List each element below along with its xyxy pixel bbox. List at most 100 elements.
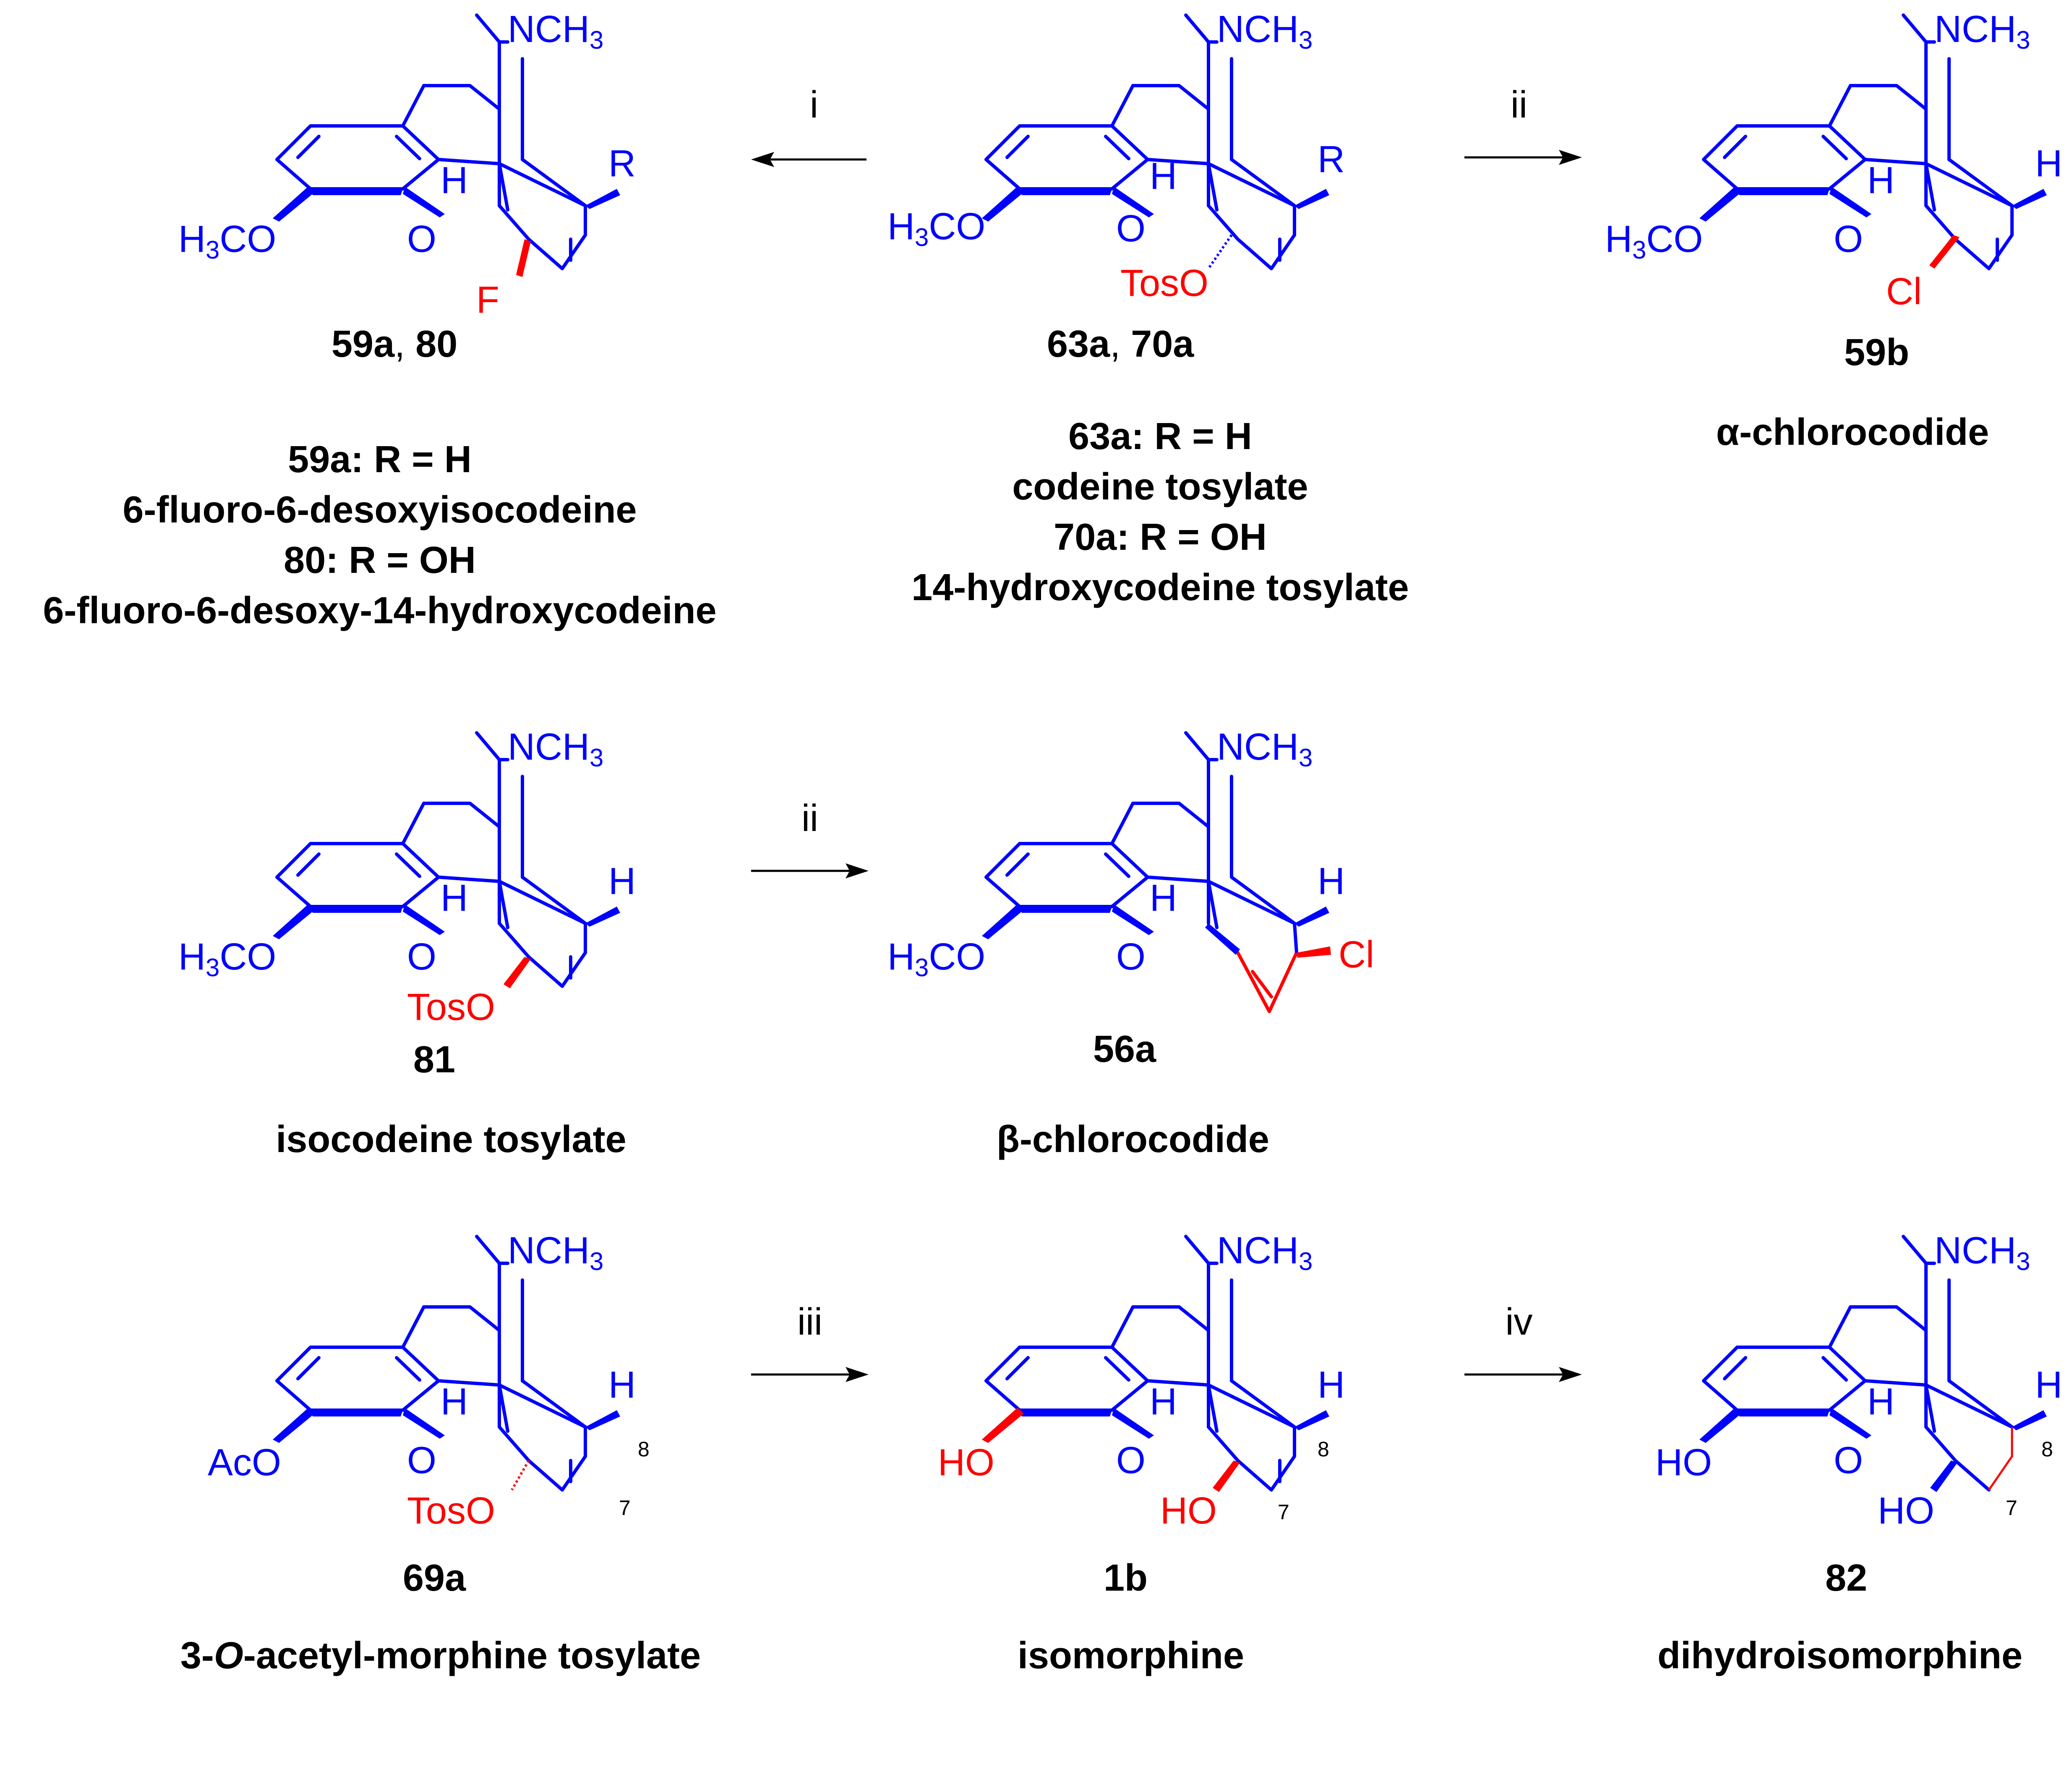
atom-o: O bbox=[407, 218, 436, 260]
compound-id-81: 81 bbox=[413, 1039, 455, 1081]
atom-h: H bbox=[441, 1381, 468, 1423]
atom-nch3: NCH bbox=[508, 8, 590, 50]
svg-text:H3CO: H3CO bbox=[887, 206, 985, 251]
reagent-label-i: i bbox=[810, 84, 818, 126]
molecule-63a-70a bbox=[982, 15, 1329, 270]
atom-ho: HO bbox=[1878, 1490, 1934, 1532]
svg-text:NCH3: NCH3 bbox=[1934, 1230, 2030, 1275]
atom-h3co-h: H bbox=[1605, 218, 1632, 260]
compound-c2-line-4: 14-hydroxycodeine tosylate bbox=[911, 567, 1409, 609]
atom-ho: HO bbox=[938, 1442, 994, 1484]
compound-id-63a: 63a bbox=[1047, 323, 1110, 365]
svg-text:H3CO: H3CO bbox=[178, 936, 276, 982]
atom-toso: TosO bbox=[407, 1490, 495, 1532]
compound-c2-line-1: 63a: R = H bbox=[1068, 415, 1252, 457]
molecule-59a-80 bbox=[273, 15, 620, 277]
atom-h3co-h: H bbox=[178, 936, 206, 978]
svg-text:NCH3: NCH3 bbox=[508, 8, 603, 54]
molecule-82 bbox=[1699, 1236, 2047, 1492]
molecule-56a bbox=[982, 733, 1331, 1013]
atom-nch3: NCH bbox=[1934, 8, 2016, 50]
compound-name-69a-pre: 3- bbox=[180, 1635, 214, 1677]
svg-text:NCH3: NCH3 bbox=[1934, 8, 2030, 54]
atom-nch3: NCH bbox=[1217, 1230, 1299, 1272]
atom-o: O bbox=[1116, 936, 1146, 978]
atom-h: H bbox=[608, 860, 636, 902]
atom-r: R bbox=[1318, 138, 1345, 180]
atom-aco: AcO bbox=[208, 1442, 281, 1484]
molecule-81 bbox=[273, 733, 620, 988]
reaction-arrow-i: i bbox=[751, 84, 866, 167]
atom-nch3-sub: 3 bbox=[1299, 744, 1313, 772]
atom-o: O bbox=[407, 1440, 436, 1482]
atom-h3co-h: H bbox=[887, 936, 915, 978]
compound-c1-line-1: 59a: R = H bbox=[288, 439, 472, 481]
atom-nch3-sub: 3 bbox=[2016, 26, 2030, 54]
atom-o: O bbox=[1834, 1440, 1863, 1482]
svg-text:H3CO: H3CO bbox=[887, 936, 985, 982]
atom-nch3-sub: 3 bbox=[2016, 1247, 2030, 1275]
atom-cl: Cl bbox=[1339, 934, 1374, 976]
compound-name-81: isocodeine tosylate bbox=[276, 1118, 626, 1160]
compound-name-82: dihydroisomorphine bbox=[1657, 1635, 2022, 1677]
svg-text:63a, 70a: 63a, 70a bbox=[1047, 323, 1194, 365]
atom-h: H bbox=[1318, 860, 1345, 902]
atom-r: R bbox=[608, 143, 636, 185]
reagent-label-iv: iv bbox=[1506, 1301, 1533, 1343]
atom-h3co-sub: 3 bbox=[206, 954, 219, 982]
svg-text:NCH3: NCH3 bbox=[1217, 726, 1313, 772]
atom-h: H bbox=[608, 1364, 636, 1406]
atom-toso: TosO bbox=[407, 986, 495, 1028]
svg-text:NCH3: NCH3 bbox=[508, 1230, 603, 1275]
compound-id-70a: 70a bbox=[1131, 323, 1194, 365]
compound-name-56a: β-chlorocodide bbox=[997, 1118, 1269, 1160]
svg-text:59a, 80: 59a, 80 bbox=[331, 323, 457, 365]
svg-text:NCH3: NCH3 bbox=[1217, 1230, 1313, 1275]
atom-nch3-sub: 3 bbox=[590, 744, 603, 772]
atom-o: O bbox=[1834, 218, 1863, 260]
svg-text:3-O-acetyl-morphine tosylate: 3-O-acetyl-morphine tosylate bbox=[180, 1635, 701, 1677]
atom-h3co-sub: 3 bbox=[915, 954, 929, 982]
compound-name-59b: α-chlorocodide bbox=[1716, 411, 1989, 453]
reagent-label-ii: ii bbox=[1511, 84, 1527, 126]
atom-h3co-sub: 3 bbox=[1632, 236, 1646, 264]
compound-name-69a-post: -acetyl-morphine tosylate bbox=[243, 1635, 701, 1677]
atom-h3co-sub: 3 bbox=[915, 223, 929, 251]
reaction-arrow-iv: iv bbox=[1464, 1301, 1582, 1382]
svg-text:NCH3: NCH3 bbox=[1217, 8, 1313, 54]
atom-toso: TosO bbox=[1120, 262, 1208, 304]
svg-text:NCH3: NCH3 bbox=[508, 726, 603, 772]
atom-h: H bbox=[441, 159, 468, 201]
compound-c1-line-3: 80: R = OH bbox=[284, 539, 476, 581]
atom-h: H bbox=[441, 877, 468, 919]
atom-number-7: 7 bbox=[619, 1496, 631, 1520]
atom-h: H bbox=[2035, 1364, 2062, 1406]
atom-h: H bbox=[1150, 877, 1177, 919]
atom-h3co-co: CO bbox=[929, 936, 985, 978]
atom-nch3-sub: 3 bbox=[1299, 26, 1313, 54]
atom-number-7: 7 bbox=[2006, 1496, 2017, 1520]
compound-c2-line-2: codeine tosylate bbox=[1012, 466, 1308, 508]
atom-h: H bbox=[1150, 155, 1177, 197]
reaction-arrow-iii: iii bbox=[751, 1301, 869, 1382]
atom-h3co-h: H bbox=[887, 206, 915, 248]
atom-number-7: 7 bbox=[1278, 1500, 1289, 1524]
compound-id-80: 80 bbox=[415, 323, 457, 365]
atom-cl: Cl bbox=[1886, 271, 1922, 313]
atom-h: H bbox=[1150, 1381, 1177, 1423]
compound-id-59a: 59a bbox=[331, 323, 395, 365]
atom-h3co-co: CO bbox=[1646, 218, 1703, 260]
atom-nch3-sub: 3 bbox=[590, 1247, 603, 1275]
reaction-arrow-ii: ii bbox=[1464, 84, 1582, 165]
atom-nch3: NCH bbox=[1217, 8, 1299, 50]
reagent-label-ii: ii bbox=[801, 797, 818, 839]
atom-nch3-sub: 3 bbox=[1299, 1247, 1313, 1275]
reaction-arrow-ii-row2: ii bbox=[751, 797, 869, 878]
compound-id-sep: , bbox=[394, 323, 415, 365]
atom-number-8: 8 bbox=[638, 1437, 650, 1461]
atom-o: O bbox=[407, 936, 436, 978]
molecule-1b bbox=[982, 1236, 1329, 1492]
atom-ho: HO bbox=[1160, 1490, 1217, 1532]
atom-ho: HO bbox=[1655, 1442, 1712, 1484]
